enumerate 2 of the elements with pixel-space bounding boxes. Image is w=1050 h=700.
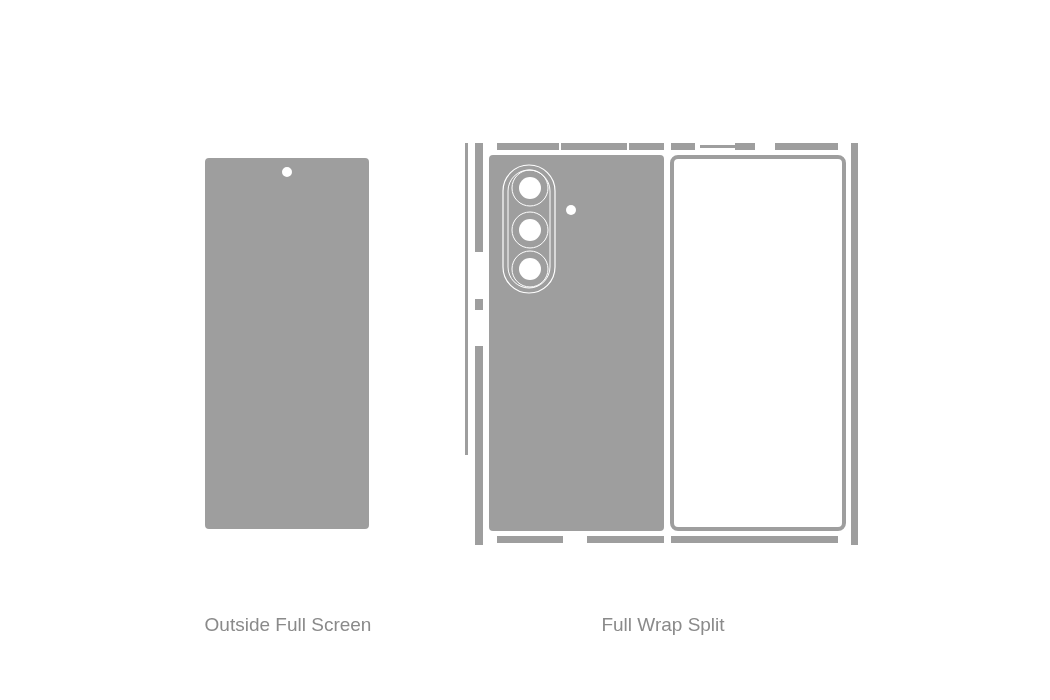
template-caption: Outside Full Screen <box>203 613 373 637</box>
template-caption: Full Wrap Split <box>600 613 726 637</box>
